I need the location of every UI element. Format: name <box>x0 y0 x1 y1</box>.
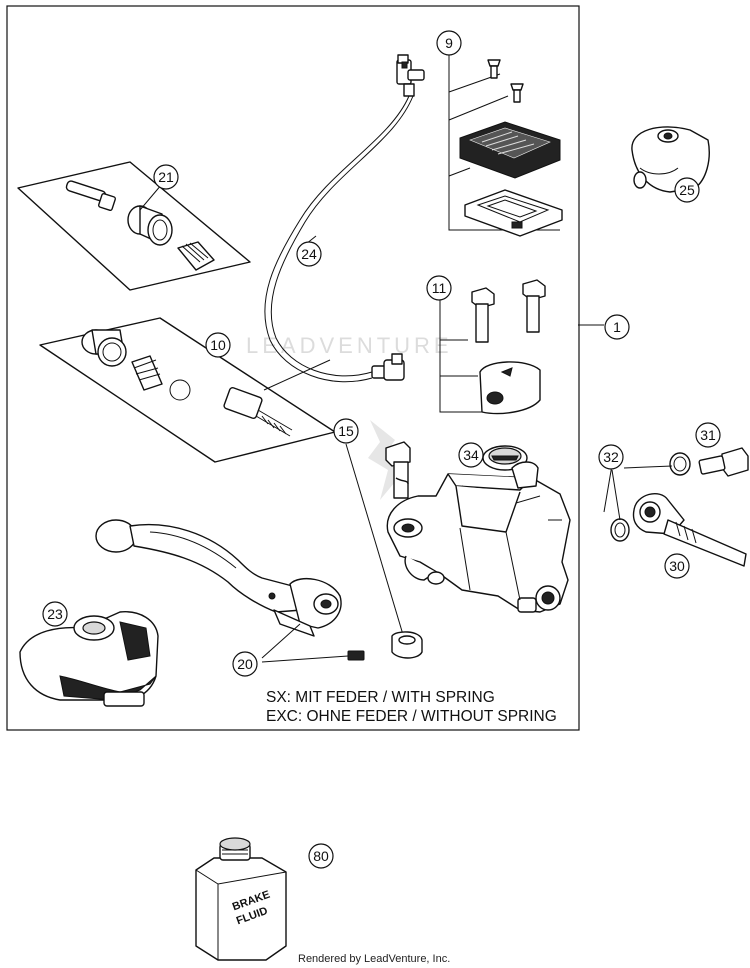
part-11-bolts-clamp <box>439 279 546 415</box>
callout-32: 32 <box>598 444 624 470</box>
callout-9: 9 <box>436 30 462 56</box>
svg-text:1: 1 <box>613 319 621 335</box>
watermark-text: LEADVENTURE <box>246 333 453 358</box>
svg-text:10: 10 <box>210 337 226 353</box>
svg-text:32: 32 <box>603 449 619 465</box>
callout-23: 23 <box>42 601 68 627</box>
part-9-reservoir-cover <box>448 54 563 237</box>
svg-text:25: 25 <box>679 182 695 198</box>
callout-11: 11 <box>426 275 452 301</box>
callout-24: 24 <box>296 241 322 267</box>
part-10-group <box>39 317 336 463</box>
svg-text:24: 24 <box>301 246 317 262</box>
callout-15: 15 <box>333 418 359 444</box>
note-line-1: SX: MIT FEDER / WITH SPRING <box>266 689 495 706</box>
svg-text:21: 21 <box>158 169 174 185</box>
part-80-brake-fluid-bottle: BRAKE FLUID <box>195 837 287 961</box>
callout-34: 34 <box>458 442 484 468</box>
callout-20: 20 <box>232 651 258 677</box>
callout-80: 80 <box>308 843 334 869</box>
svg-text:20: 20 <box>237 656 253 672</box>
svg-text:9: 9 <box>445 35 453 51</box>
master-cylinder-body <box>386 461 571 613</box>
svg-text:30: 30 <box>669 558 685 574</box>
svg-text:31: 31 <box>700 427 716 443</box>
callout-10: 10 <box>205 332 231 358</box>
part-21-group <box>17 161 251 291</box>
note-line-2: EXC: OHNE FEDER / WITHOUT SPRING <box>266 708 557 725</box>
svg-text:15: 15 <box>338 423 354 439</box>
callout-25: 25 <box>674 177 700 203</box>
part-24-brake-switch-cable <box>264 54 425 383</box>
part-25-clamp <box>631 126 710 193</box>
brake-lever <box>95 519 365 663</box>
callout-31: 31 <box>695 422 721 448</box>
footer-credit: Rendered by LeadVenture, Inc. <box>298 953 450 965</box>
svg-text:11: 11 <box>432 280 447 296</box>
callout-21: 21 <box>153 164 179 190</box>
callout-30: 30 <box>664 553 690 579</box>
svg-text:34: 34 <box>463 447 479 463</box>
part-30-31-32-hose-fitting <box>610 447 749 567</box>
part-23-lever-guard <box>19 611 159 707</box>
callout-1: 1 <box>604 314 630 340</box>
part-15-bolt-nut <box>345 441 423 659</box>
part-34-cap <box>482 445 528 471</box>
assembly-frame <box>6 5 580 731</box>
svg-text:80: 80 <box>313 848 329 864</box>
svg-text:23: 23 <box>47 606 63 622</box>
